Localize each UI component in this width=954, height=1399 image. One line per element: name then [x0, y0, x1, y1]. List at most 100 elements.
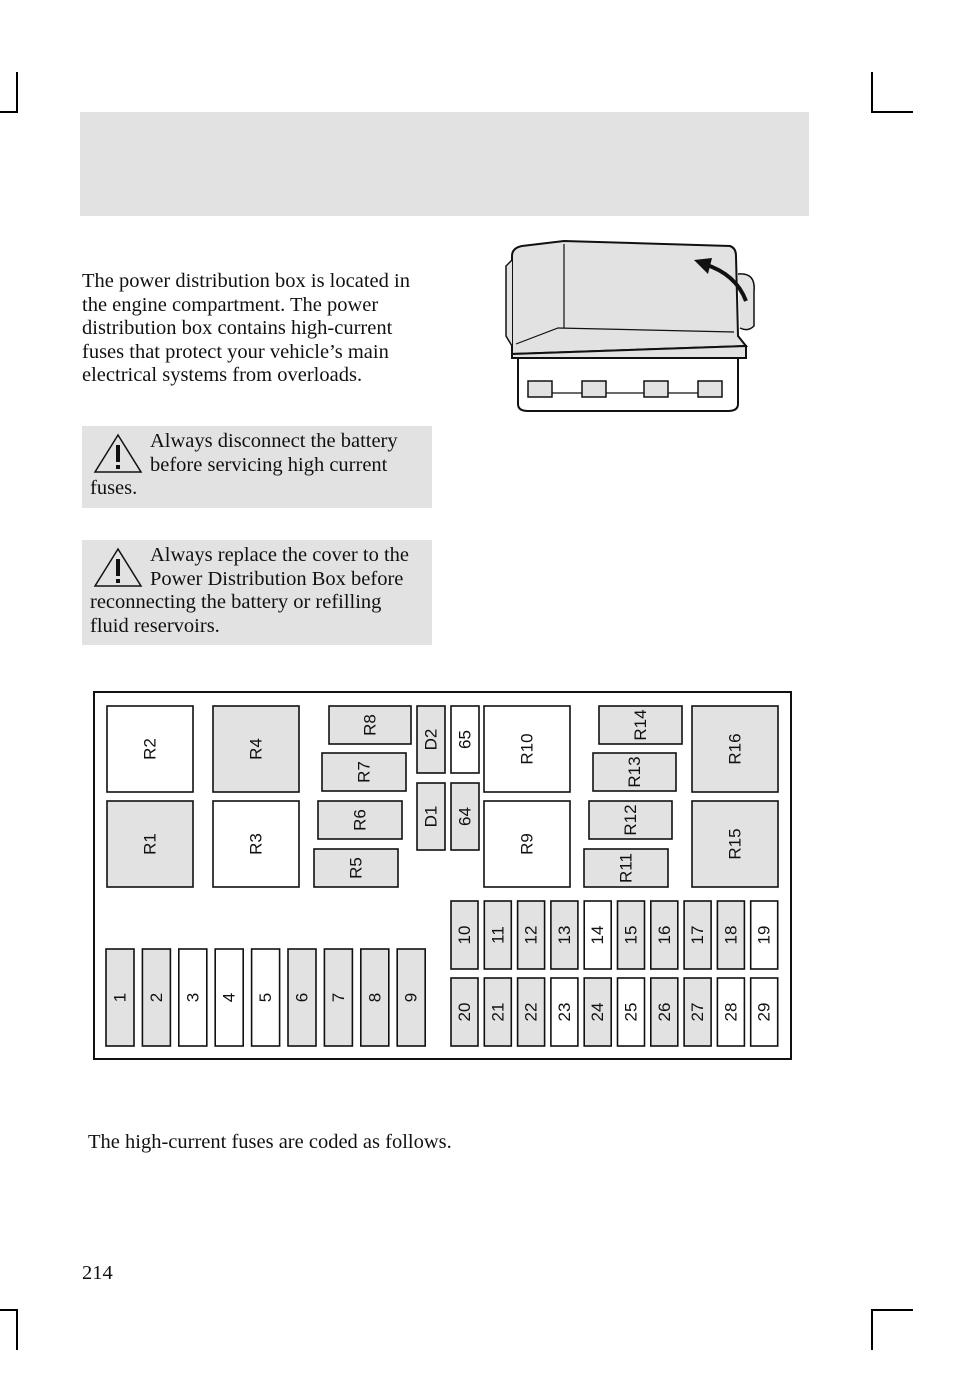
relay-r16: R16 [691, 705, 779, 793]
page-number: 214 [82, 1262, 113, 1284]
fuse-16: 16 [649, 900, 679, 970]
fuse-65: 65 [450, 705, 480, 774]
crop-mark [871, 1309, 913, 1311]
relay-r5: R5 [313, 848, 399, 888]
relay-slot [212, 705, 300, 793]
relay-r9: R9 [483, 800, 571, 888]
warning-text: Always disconnect the battery before ser… [90, 430, 398, 499]
relay-label: R14 [631, 709, 650, 740]
fuse-slot [214, 948, 244, 1047]
relay-label: R8 [361, 714, 380, 736]
relay-label: R7 [355, 761, 374, 783]
fuse-slot [483, 977, 513, 1047]
fuse-6: 6 [287, 948, 317, 1047]
fuse-19: 19 [749, 900, 779, 970]
fuse-label: 27 [688, 1003, 707, 1022]
fuse-box-diagram: R2R1R4R3R8R7R6R5D2D16564R10R9R14R13R12R1… [93, 691, 792, 1060]
coding-note: The high-current fuses are coded as foll… [88, 1131, 452, 1153]
fuse-slot [583, 977, 613, 1047]
fuse-label: 24 [588, 1003, 607, 1022]
relay-r14: R14 [598, 705, 683, 745]
crop-mark [871, 72, 873, 112]
fuse-9: 9 [396, 948, 427, 1047]
relay-label: R16 [726, 733, 745, 764]
fuse-14: 14 [583, 900, 613, 970]
crop-mark [0, 1309, 18, 1311]
crop-mark [0, 111, 18, 113]
fuse-label: 65 [456, 730, 475, 749]
fuse-22: 22 [516, 977, 546, 1047]
relay-r12: R12 [588, 800, 673, 840]
fuse-slot [323, 948, 354, 1047]
relay-slot [317, 800, 403, 840]
fuse-label: 9 [402, 993, 421, 1002]
fuse-label: 12 [522, 926, 541, 945]
fuse-25: 25 [616, 977, 646, 1047]
fuse-slot [583, 900, 613, 970]
fuse-label: 26 [655, 1003, 674, 1022]
fuse-label: 29 [755, 1003, 774, 1022]
intro-paragraph: The power distribution box is located in… [82, 270, 410, 386]
relay-r11: R11 [583, 848, 669, 888]
diode-d2: D2 [416, 705, 446, 774]
fuse-24: 24 [583, 977, 613, 1047]
relay-slot [691, 705, 779, 793]
power-distribution-box-illustration [505, 239, 755, 412]
fuse-slot [616, 977, 646, 1047]
fuse-label: 22 [522, 1003, 541, 1022]
relay-r10: R10 [483, 705, 571, 793]
relay-r7: R7 [321, 752, 407, 792]
relay-slot [691, 800, 779, 888]
diode-d1: D1 [416, 782, 446, 851]
relay-label: R13 [625, 756, 644, 787]
relay-label: R15 [726, 828, 745, 859]
fuse-label: 4 [220, 993, 239, 1002]
fuse-label: 3 [183, 993, 202, 1002]
fuse-2: 2 [141, 948, 172, 1047]
fuse-4: 4 [214, 948, 244, 1047]
relay-slot [583, 848, 669, 888]
relay-label: R3 [247, 833, 266, 855]
fuse-slot [749, 977, 779, 1047]
fuse-slot [716, 900, 746, 970]
relay-slot [592, 752, 677, 792]
fuse-label: 21 [488, 1003, 507, 1022]
warning-box: Always disconnect the battery before ser… [82, 426, 432, 508]
relay-slot [321, 752, 407, 792]
relay-label: R4 [247, 738, 266, 760]
fuse-27: 27 [683, 977, 712, 1047]
relay-slot [598, 705, 683, 745]
warning-box: Always replace the cover to the Power Di… [82, 540, 432, 645]
fuse-slot [516, 977, 546, 1047]
crop-mark [871, 111, 913, 113]
fuse-label: 1 [111, 993, 130, 1002]
relay-label: R9 [518, 833, 537, 855]
fuse-1: 1 [105, 948, 135, 1047]
fuse-slot [105, 948, 135, 1047]
relay-label: R12 [621, 804, 640, 835]
relay-r1: R1 [106, 800, 194, 888]
relay-label: R5 [347, 857, 366, 879]
fuse-13: 13 [550, 900, 579, 970]
fuse-slot [359, 948, 390, 1047]
fuse-label: 14 [588, 926, 607, 945]
fuse-12: 12 [516, 900, 546, 970]
fuse-20: 20 [450, 977, 479, 1047]
fuse-slot [516, 900, 546, 970]
fuse-slot [250, 948, 281, 1047]
relay-slot [483, 705, 571, 793]
fuse-23: 23 [550, 977, 579, 1047]
fuse-slot [550, 900, 579, 970]
fuse-64: 64 [450, 782, 480, 851]
fuse-label: 23 [555, 1003, 574, 1022]
fuse-29: 29 [749, 977, 779, 1047]
relay-slot [588, 800, 673, 840]
relay-label: R10 [518, 733, 537, 764]
relay-slot [106, 800, 194, 888]
crop-mark [16, 72, 18, 112]
fuse-10: 10 [450, 900, 479, 970]
relay-r6: R6 [317, 800, 403, 840]
fuse-slot [683, 977, 712, 1047]
relay-r13: R13 [592, 752, 677, 792]
crop-mark [16, 1310, 18, 1350]
